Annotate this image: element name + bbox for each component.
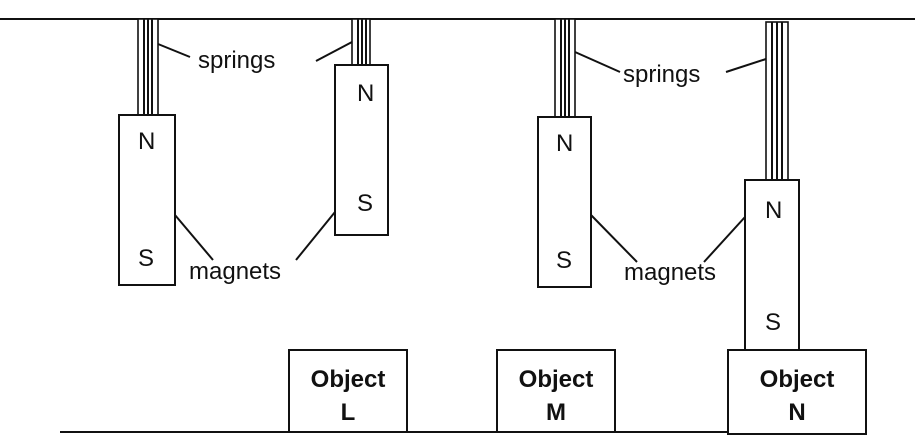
magnet-1-north-label: N	[138, 128, 155, 155]
magnet-4-south-label: S	[765, 309, 781, 336]
magnet-1-south-label: S	[138, 245, 154, 272]
magnet-2-north-label: N	[357, 80, 374, 107]
leader-lines	[157, 41, 767, 263]
magnets-label-left: magnets	[189, 258, 281, 285]
magnet-3-north-label: N	[556, 130, 573, 157]
object-n-label-line1: Object	[760, 366, 835, 393]
object-l: Object L	[288, 349, 408, 433]
object-m-label-line1: Object	[519, 366, 594, 393]
object-l-label-line1: Object	[311, 366, 386, 393]
object-m: Object M	[496, 349, 616, 433]
object-m-label-line2: M	[546, 399, 566, 426]
springs-label-right: springs	[623, 61, 700, 88]
magnet-3: N S	[537, 116, 592, 288]
magnet-1: N S	[118, 114, 176, 286]
springs-label-left: springs	[198, 47, 275, 74]
spring-3	[554, 18, 576, 118]
spring-1	[137, 18, 159, 116]
magnet-4: N S	[744, 179, 800, 351]
magnet-3-south-label: S	[556, 247, 572, 274]
spring-2	[351, 18, 371, 66]
magnet-2-south-label: S	[357, 190, 373, 217]
magnet-2: N S	[334, 64, 389, 236]
object-n: Object N	[727, 349, 867, 435]
object-n-label-line2: N	[788, 399, 805, 426]
magnet-4-north-label: N	[765, 197, 782, 224]
object-l-label-line2: L	[341, 399, 356, 426]
magnets-label-right: magnets	[624, 259, 716, 286]
spring-4	[765, 21, 789, 181]
